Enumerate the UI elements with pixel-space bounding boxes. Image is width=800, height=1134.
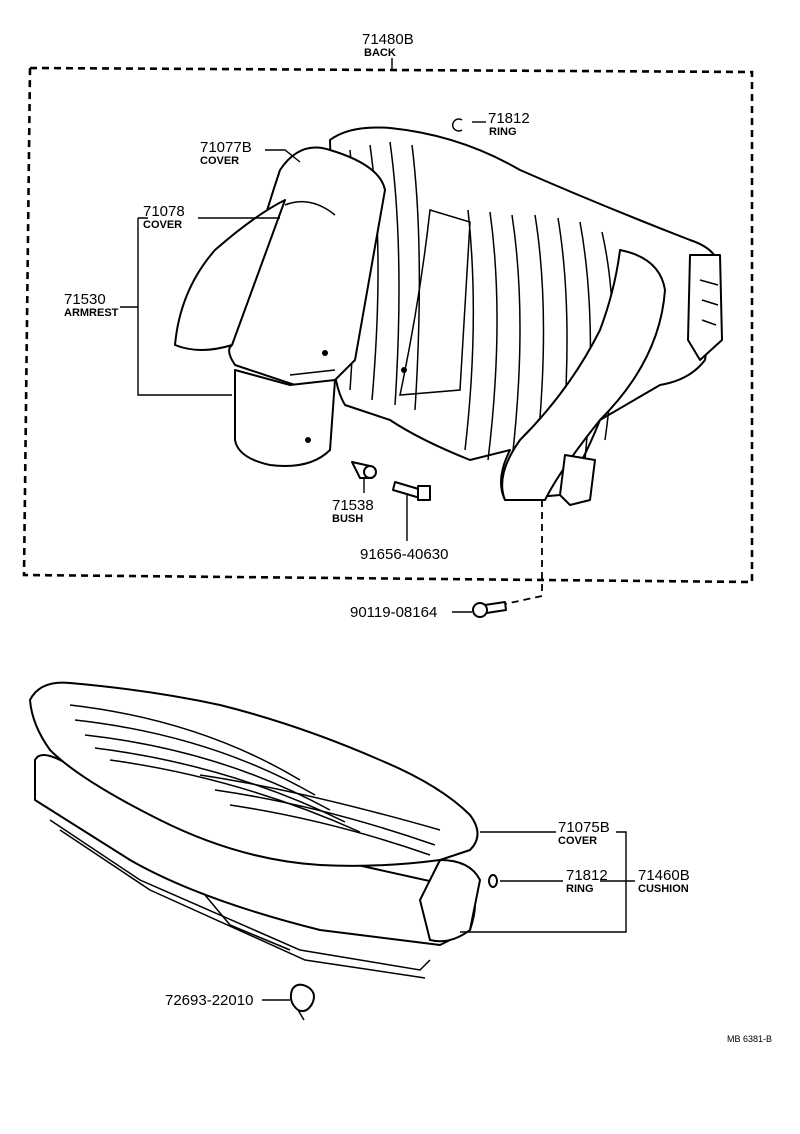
leader-lines [120, 121, 635, 1001]
armrest-cover-number: 71078 [143, 203, 185, 220]
armrest-cover-name: COVER [143, 219, 182, 231]
armrest-name: ARMREST [64, 307, 119, 319]
cushion-ring-name: RING [566, 883, 594, 895]
clip-number: 72693-22010 [165, 992, 253, 1009]
back-assembly-number: 71480B [362, 31, 414, 48]
cushion-ring-number: 71812 [566, 867, 608, 884]
screw-number: 90119-08164 [350, 604, 437, 621]
bush-number: 71538 [332, 497, 374, 514]
seat-back-illustration [174, 118, 723, 618]
diagram-code: MB 6381-B [727, 1034, 772, 1044]
armrest-cover-upper-name: COVER [200, 155, 239, 167]
cushion-assembly-name: CUSHION [638, 883, 689, 895]
cushion-cover-name: COVER [558, 835, 597, 847]
bolt-number: 91656-40630 [360, 546, 448, 563]
armrest-cover-upper-number: 71077B [200, 139, 252, 156]
back-ring-name: RING [489, 126, 517, 138]
bush-name: BUSH [332, 513, 363, 525]
cushion-cover-number: 71075B [558, 819, 610, 836]
cushion-assembly-number: 71460B [638, 867, 690, 884]
back-ring-number: 71812 [488, 110, 530, 127]
armrest-number: 71530 [64, 291, 106, 308]
part-labels: 71480B BACK 71812 RING 71077B COVER 7107… [64, 31, 772, 1044]
back-assembly-boundary [22, 58, 754, 584]
back-assembly-name: BACK [364, 47, 396, 59]
seat-cushion-illustration [29, 681, 498, 1021]
